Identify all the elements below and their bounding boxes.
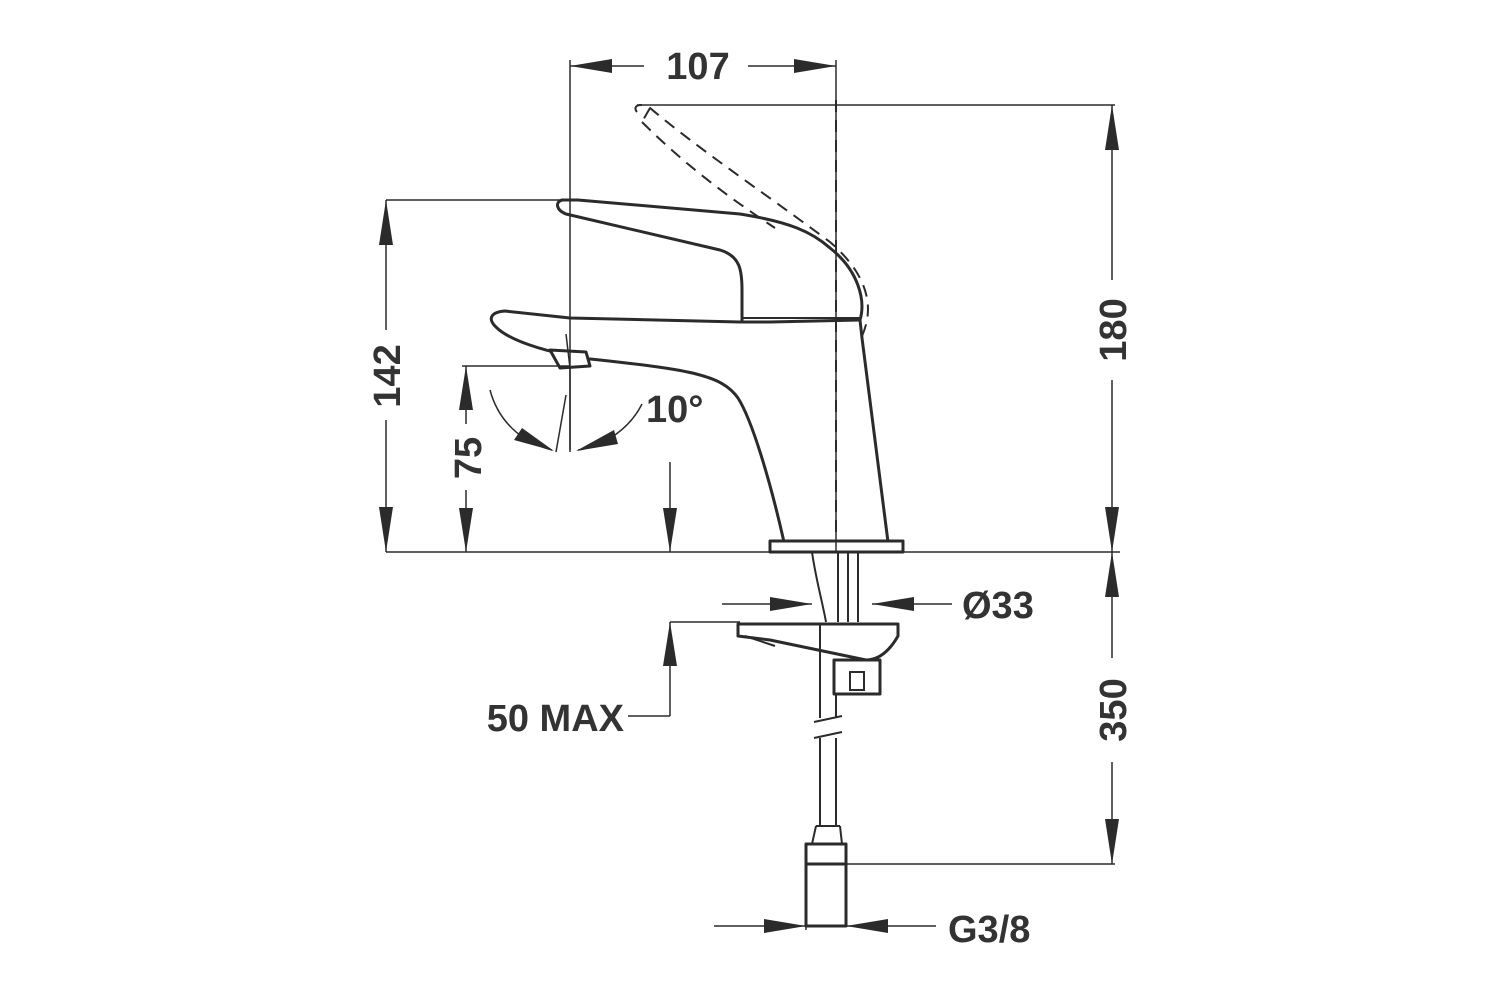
dimension-width-label: 107 xyxy=(666,46,729,88)
dimension-hole-diameter-label: Ø33 xyxy=(962,585,1034,627)
faucet-body xyxy=(489,309,905,554)
lever-raised-outline xyxy=(634,104,869,337)
lever-handle xyxy=(556,198,864,324)
dimension-max-thickness-label: 50 MAX xyxy=(487,698,625,740)
mounting-assembly xyxy=(736,551,900,928)
dimension-angle-label: 10° xyxy=(646,389,703,431)
dimension-lines xyxy=(379,59,1119,933)
dimension-outlet-height-label: 75 xyxy=(448,437,490,479)
extension-lines xyxy=(386,60,1120,930)
dimension-hose-length-label: 350 xyxy=(1093,678,1135,741)
dimension-spout-height-label: 142 xyxy=(367,344,409,407)
dimension-total-height-label: 180 xyxy=(1093,298,1135,361)
dimension-thread-label: G3/8 xyxy=(948,909,1030,951)
